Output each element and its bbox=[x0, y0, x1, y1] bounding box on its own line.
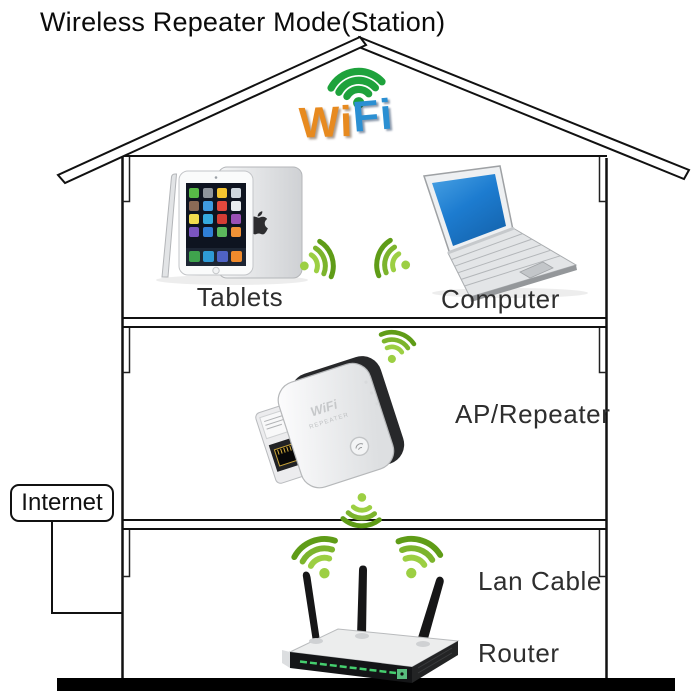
router-label: Router bbox=[478, 638, 560, 668]
router-led-strip bbox=[299, 660, 397, 675]
laptop-image bbox=[423, 165, 588, 302]
laptop-front-edge bbox=[470, 265, 577, 302]
internet-cable-line bbox=[51, 521, 122, 614]
wifi-signal-icon bbox=[372, 238, 415, 284]
internet-label: Internet bbox=[21, 489, 103, 516]
tablet-side-view bbox=[161, 173, 178, 278]
lan-cable-label: Lan Cable bbox=[478, 566, 602, 596]
tablets-image bbox=[156, 166, 308, 285]
apple-logo-icon bbox=[248, 211, 268, 235]
wifi-signal-icon bbox=[389, 534, 443, 585]
router-antenna-left bbox=[302, 571, 320, 642]
house-structure bbox=[51, 35, 691, 691]
wifi-logo-fi: Fi bbox=[350, 90, 396, 142]
router-left-cap bbox=[282, 650, 290, 668]
internet-box: Internet bbox=[10, 484, 114, 522]
router-antenna-right bbox=[416, 576, 444, 646]
wifi-signal-icon bbox=[374, 329, 415, 368]
page-title: Wireless Repeater Mode(Station) bbox=[40, 7, 446, 37]
home-button bbox=[212, 266, 220, 275]
tablets-label: Tablets bbox=[196, 282, 284, 312]
router-image bbox=[282, 565, 460, 683]
wifi-logo-text: WiFi bbox=[298, 90, 395, 148]
repeater-face bbox=[277, 362, 395, 489]
roof-right-beam bbox=[352, 35, 691, 181]
router-antenna-middle bbox=[357, 565, 367, 636]
ap-repeater-label: AP/Repeater bbox=[455, 399, 611, 429]
wps-button bbox=[349, 436, 370, 457]
laptop-screen bbox=[432, 174, 506, 246]
laptop-touchpad bbox=[519, 261, 554, 279]
wifi-logo-wi: Wi bbox=[298, 97, 354, 148]
wifi-signal-icon bbox=[291, 533, 346, 586]
ground-bar bbox=[57, 678, 675, 691]
wifi-signal-icon bbox=[343, 492, 381, 526]
roof-left-beam bbox=[56, 35, 368, 185]
computer-label: Computer bbox=[441, 284, 560, 314]
tablet-app-icons bbox=[189, 188, 242, 262]
repeater-image: WiFi REPEATER bbox=[255, 356, 405, 489]
